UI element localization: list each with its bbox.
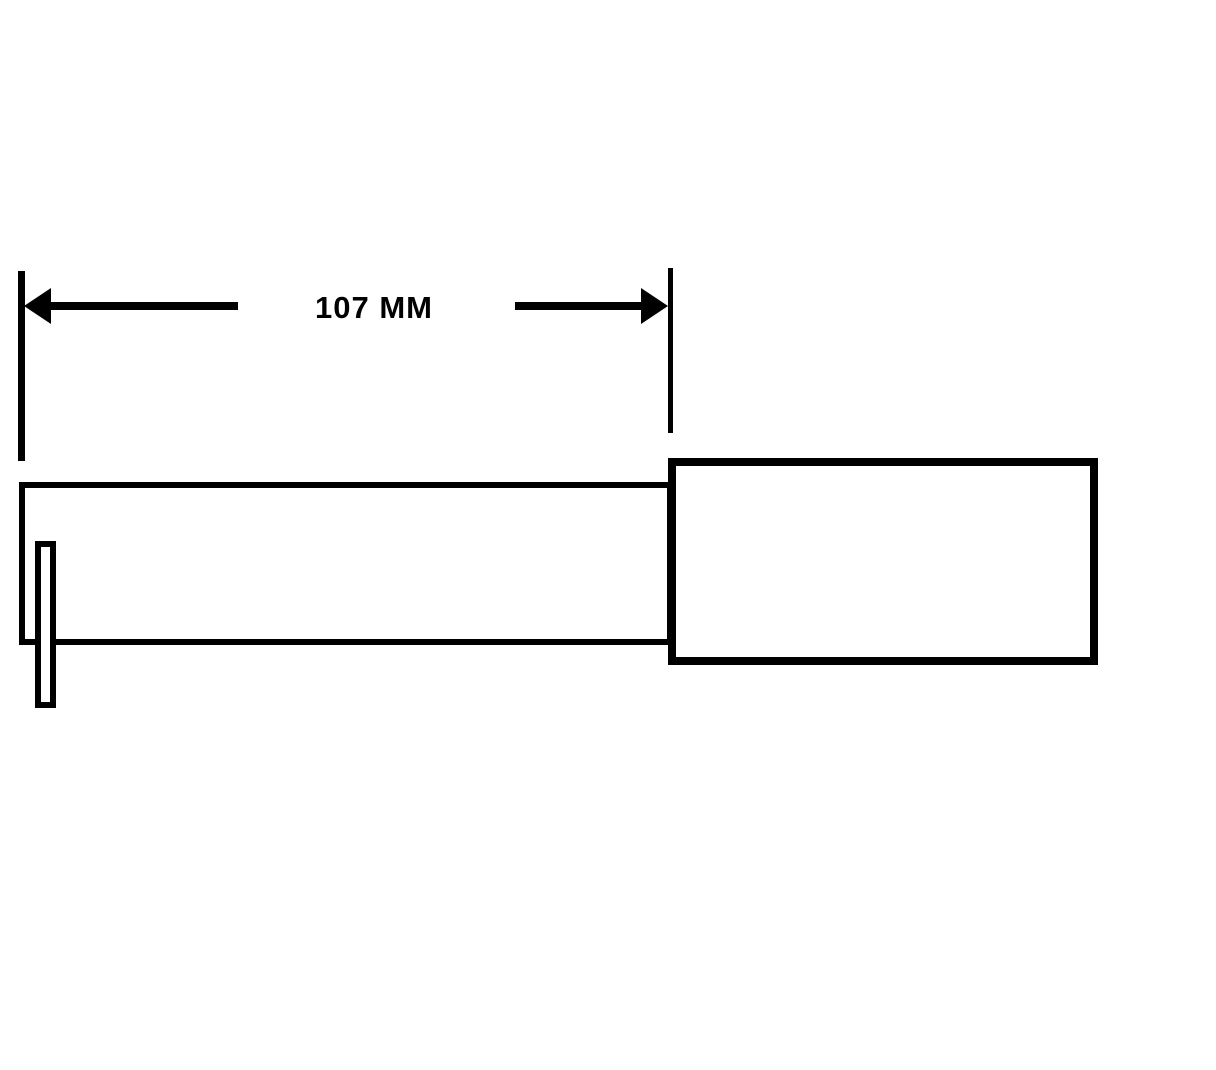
shaft-body [19,482,673,645]
left-arrowhead-icon [24,288,51,324]
right-arrowhead-icon [641,288,668,324]
dimension-label: 107 MM [315,290,433,325]
retaining-pin [35,541,56,708]
head-block [668,458,1098,665]
